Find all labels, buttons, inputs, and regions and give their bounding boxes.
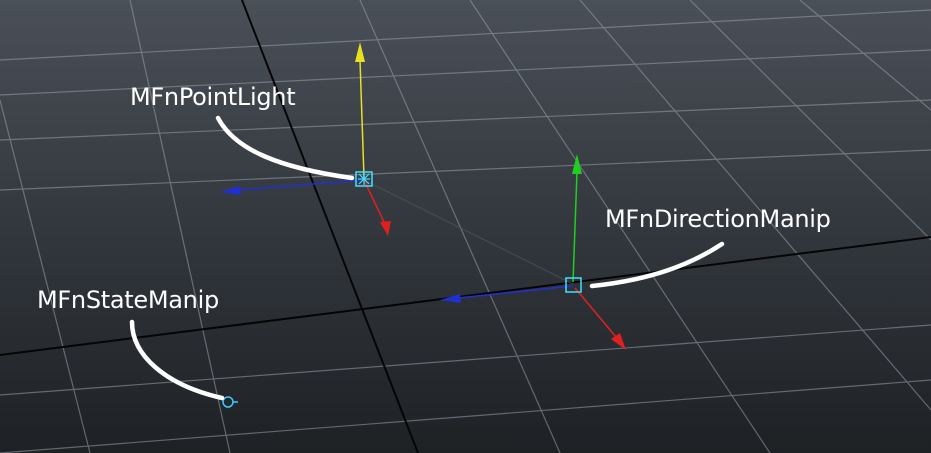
direction-y-axis[interactable] [572,171,578,283]
point-light-handle[interactable] [355,171,373,187]
callout-curve-state-manip [129,319,225,401]
point-light-x-arrow[interactable] [380,221,391,236]
point-light-y-arrow[interactable] [355,42,365,62]
direction-x-axis[interactable] [574,287,617,338]
grid-line [129,0,231,453]
grid-line [469,0,771,453]
callout-curves [129,115,725,401]
grid-line [0,49,931,96]
callout-curve-point-light [215,115,355,181]
point-light-icon[interactable] [358,173,370,185]
direction-x-arrow[interactable] [611,333,626,350]
callout-curve-direction-manip [589,241,725,289]
point-light-y-axis[interactable] [359,59,365,179]
direction-z-arrow[interactable] [440,294,461,303]
direction-manipulator[interactable] [440,154,626,350]
callout-point-light: MFnPointLight [130,83,296,111]
link-line [363,179,574,285]
grid-line [0,99,91,453]
grid-line [0,149,931,191]
point-light-manipulator[interactable] [220,42,391,236]
point-light-z-axis[interactable] [237,179,365,191]
grid-line [0,9,931,61]
direction-z-axis[interactable] [457,285,574,299]
grid-line [799,0,931,111]
callout-direction-manip: MFnDirectionManip [605,205,831,233]
point-light-z-arrow[interactable] [220,186,241,195]
grid-line [579,0,931,411]
world-axis-z-line [241,0,419,453]
callout-state-manip: MFnStateManip [37,286,219,314]
grid-line [0,324,931,396]
grid-line [0,99,931,141]
point-light-x-axis[interactable] [363,179,385,223]
grid-line [689,0,931,241]
direction-manip-icon[interactable] [565,277,582,293]
grid-line [0,379,931,453]
direction-y-arrow[interactable] [572,154,582,174]
world-axis-x-line [0,236,931,356]
state-manipulator[interactable] [222,396,238,408]
